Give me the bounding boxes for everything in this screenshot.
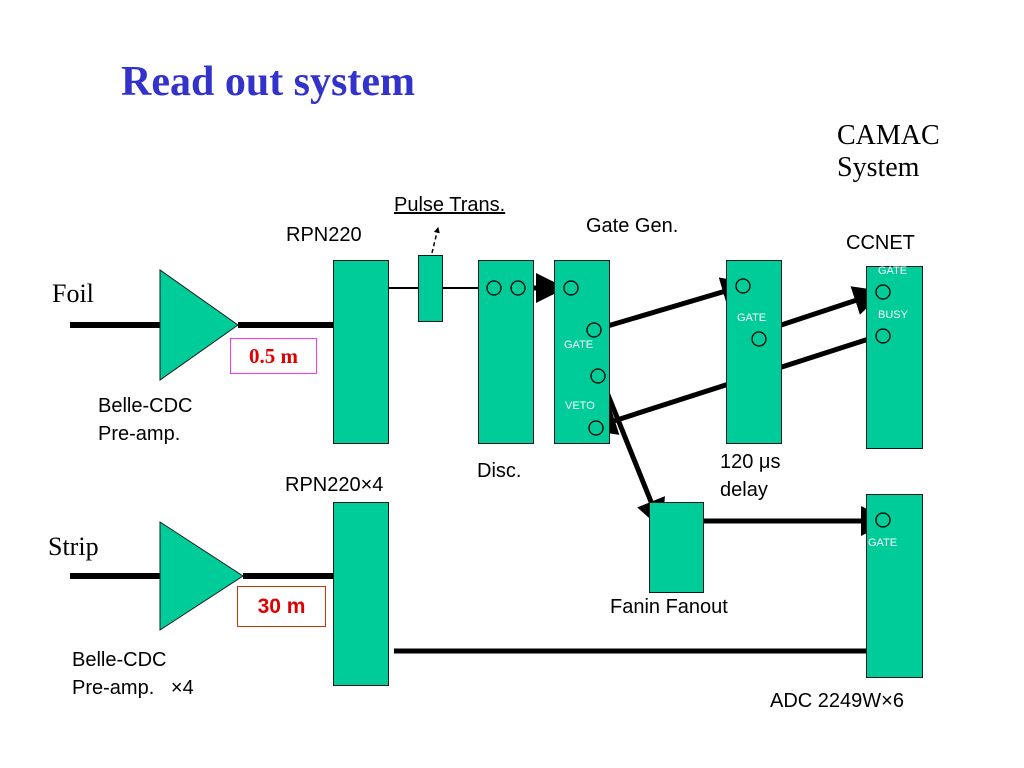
rpn220x4-module bbox=[333, 502, 389, 686]
delay-label-line2: delay bbox=[720, 479, 768, 501]
ccnet-busy-port bbox=[875, 328, 891, 344]
strip-preamp-triangle bbox=[159, 521, 244, 631]
strip-preamp-label-line1: Belle-CDC bbox=[72, 649, 167, 671]
adc-module bbox=[866, 494, 923, 678]
foil-preamp-triangle bbox=[159, 269, 239, 381]
pulse-trans-label: Pulse Trans. bbox=[394, 194, 506, 216]
disc-input-port bbox=[486, 280, 502, 296]
adc-label: ADC 2249W×6 bbox=[770, 690, 904, 712]
strip-label: Strip bbox=[48, 532, 99, 561]
gategen-gate-port bbox=[586, 322, 602, 338]
foil-preamp-label-line2: Pre-amp. bbox=[98, 423, 181, 445]
disc-output-port bbox=[510, 280, 526, 296]
foil-label: Foil bbox=[52, 279, 94, 308]
ccnet-gate-port bbox=[875, 284, 891, 300]
ccnet-busy-label: BUSY bbox=[878, 309, 908, 321]
foil-preamp-label: Belle-CDC Pre-amp. bbox=[98, 392, 192, 448]
gategen-veto-label: VETO bbox=[565, 400, 595, 412]
delay-input-port bbox=[735, 278, 751, 294]
delay-label-line1: 120 μs bbox=[720, 451, 781, 473]
adc-gate-label: GATE bbox=[868, 537, 898, 549]
strip-preamp-label-line2: Pre-amp. ×4 bbox=[72, 677, 194, 699]
rpn220-module bbox=[333, 260, 389, 444]
ccnet-gate-label: GATE bbox=[878, 265, 908, 277]
strip-cable-length: 30 m bbox=[237, 586, 326, 627]
pulse-trans-pointer bbox=[431, 226, 440, 254]
adc-gate-port bbox=[875, 512, 891, 528]
gate-gen-label: Gate Gen. bbox=[586, 215, 679, 237]
camac-label-line2: System bbox=[837, 152, 920, 183]
delay-gate-port bbox=[751, 331, 767, 347]
page-title: Read out system bbox=[121, 59, 415, 105]
fanin-fanout-module bbox=[649, 502, 704, 593]
gate-gen-module bbox=[554, 260, 610, 444]
strip-preamp-label: Belle-CDC Pre-amp. ×4 bbox=[72, 646, 194, 702]
rpn220x4-label: RPN220×4 bbox=[285, 474, 384, 496]
gategen-gate-label: GATE bbox=[564, 339, 594, 351]
delay-gate-label: GATE bbox=[737, 312, 767, 324]
foil-preamp-label-line1: Belle-CDC bbox=[98, 395, 193, 417]
gategen-output-port bbox=[590, 368, 606, 384]
delay-label: 120 μs delay bbox=[720, 448, 780, 504]
ccnet-module bbox=[866, 266, 923, 449]
fanin-fanout-label: Fanin Fanout bbox=[610, 596, 728, 618]
camac-system-label: CAMAC System bbox=[837, 120, 940, 184]
ccnet-label: CCNET bbox=[846, 232, 915, 254]
gategen-to-fanin-arrow bbox=[597, 374, 665, 530]
disc-label: Disc. bbox=[477, 460, 522, 482]
foil-cable-length: 0.5 m bbox=[230, 338, 317, 374]
camac-label-line1: CAMAC bbox=[837, 120, 940, 151]
delay-module bbox=[726, 260, 782, 444]
gategen-veto-port bbox=[588, 420, 604, 436]
gategen-input-port bbox=[563, 280, 579, 296]
rpn220-label: RPN220 bbox=[286, 224, 362, 246]
gategen-to-delay-arrow bbox=[593, 277, 752, 333]
pulse-trans-module bbox=[418, 255, 443, 322]
